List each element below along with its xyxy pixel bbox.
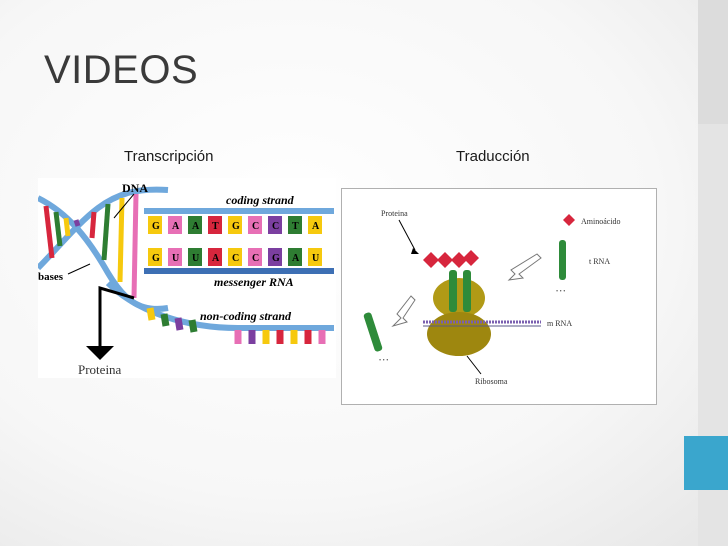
base-tile: [228, 248, 242, 266]
base-tile: [308, 248, 322, 266]
translation-caption: Traducción: [456, 148, 530, 165]
base-tile: [148, 216, 162, 234]
trna-label: t RNA: [589, 257, 610, 266]
dna-label: DNA: [122, 181, 148, 195]
base-tile: [268, 216, 282, 234]
base-tile: [308, 216, 322, 234]
base-letter: T: [212, 221, 219, 232]
bases-label: bases: [38, 271, 64, 283]
base-letter: A: [212, 253, 220, 264]
protein-label: Proteina: [78, 362, 122, 377]
svg-text:• • •: • • •: [556, 289, 565, 295]
translation-diagram: Proteina m RNA Ribosoma Aminoácido t RNA…: [341, 188, 657, 405]
base-letter: G: [272, 253, 280, 264]
decorative-side-band-middle: [698, 124, 728, 436]
base-tile: [288, 216, 302, 234]
decorative-blue-accent: [684, 436, 728, 490]
base-letter: T: [292, 221, 299, 232]
base-letter: U: [172, 253, 179, 264]
base-tile: [148, 248, 162, 266]
non-coding-strand-label: non-coding strand: [200, 309, 292, 323]
base-letter: A: [172, 221, 180, 232]
base-letter: U: [192, 253, 199, 264]
base-letter: C: [252, 253, 259, 264]
base-letter: U: [312, 253, 319, 264]
svg-text:• • •: • • •: [379, 358, 388, 364]
slide-title: VIDEOS: [44, 48, 199, 92]
transcription-caption: Transcripción: [124, 148, 214, 165]
base-tile: [248, 248, 262, 266]
base-letter: A: [292, 253, 300, 264]
decorative-side-band-bottom: [698, 490, 728, 546]
base-letter: A: [192, 221, 200, 232]
base-tile: [208, 248, 222, 266]
base-letter: G: [152, 253, 160, 264]
decorative-side-band-top: [698, 0, 728, 124]
mrna-label: m RNA: [547, 319, 572, 328]
translation-protein-label: Proteina: [381, 209, 408, 218]
messenger-rna-label: messenger RNA: [214, 275, 294, 289]
base-letter: C: [252, 221, 259, 232]
base-tile: [288, 248, 302, 266]
base-tile: [208, 216, 222, 234]
ribosome-label: Ribosoma: [475, 377, 508, 386]
base-tile: [268, 248, 282, 266]
base-tile: [248, 216, 262, 234]
base-tile: [188, 216, 202, 234]
base-tile: [188, 248, 202, 266]
coding-strand-label: coding strand: [226, 193, 295, 207]
amino-acid-label: Aminoácido: [581, 217, 621, 226]
base-tile: [168, 248, 182, 266]
base-letter: G: [232, 221, 240, 232]
base-letter: G: [152, 221, 160, 232]
transcription-diagram: DNA bases coding strand G A A T G C C T A messen…: [35, 178, 336, 378]
base-letter: A: [312, 221, 320, 232]
base-tile: [228, 216, 242, 234]
base-letter: C: [272, 221, 279, 232]
base-tile: [168, 216, 182, 234]
base-letter: C: [232, 253, 239, 264]
